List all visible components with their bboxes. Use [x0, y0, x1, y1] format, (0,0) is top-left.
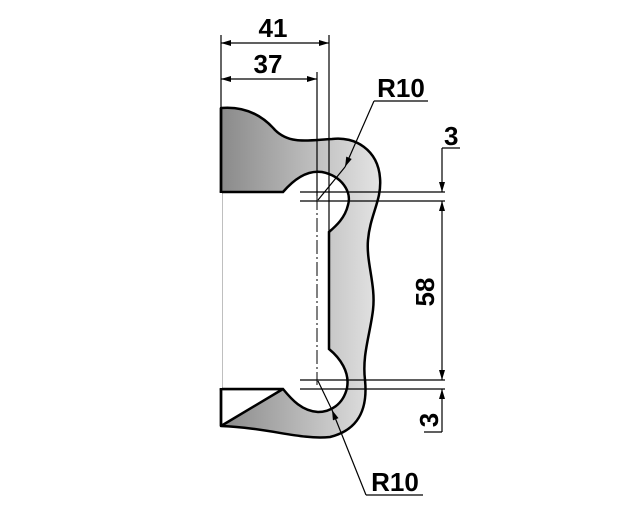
dim-3-top-label: 3: [444, 121, 458, 151]
dim-37-label: 37: [254, 49, 283, 79]
dim-3-bottom-label: 3: [414, 413, 444, 427]
upper-cutout: [219, 170, 351, 414]
radius-bottom-label: R10: [371, 467, 419, 497]
dim-58-label: 58: [410, 278, 440, 307]
radius-top-label: R10: [377, 73, 425, 103]
dim-41-label: 41: [259, 13, 288, 43]
